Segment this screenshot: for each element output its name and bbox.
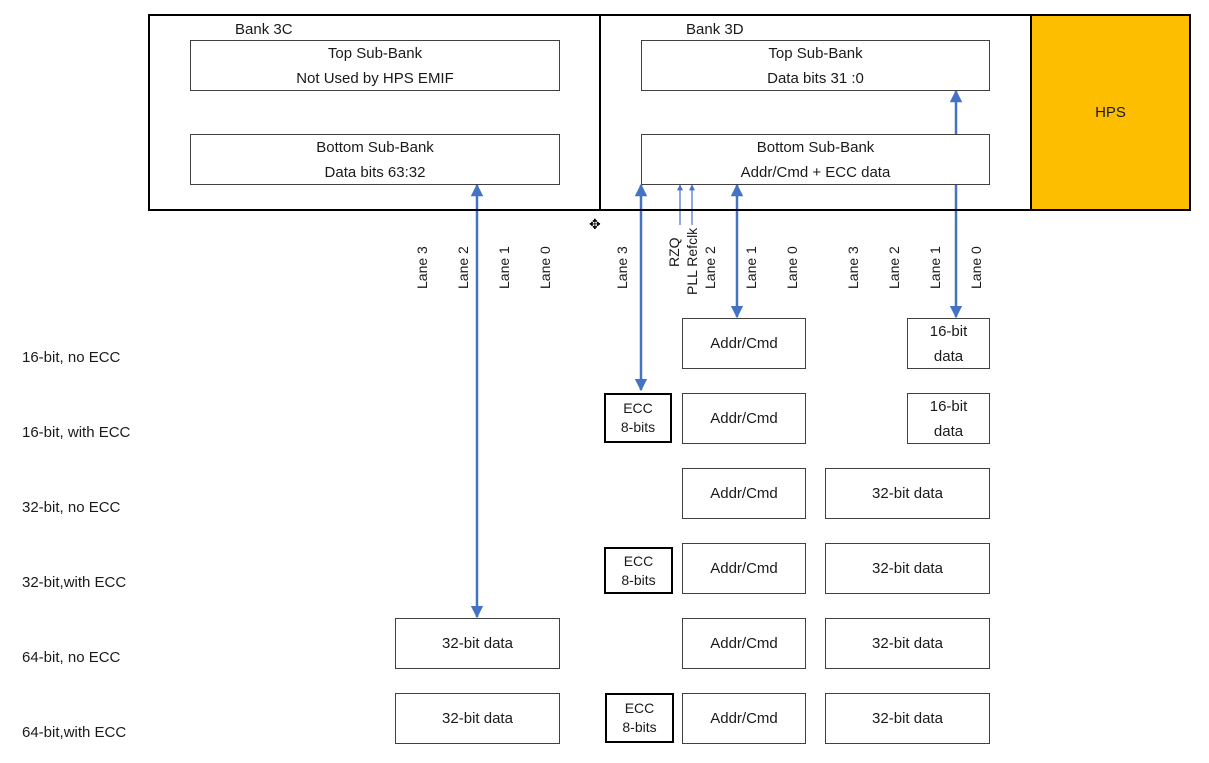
addr-cmd-box: Addr/Cmd [682,318,806,369]
data-3c-box: 32-bit data [395,618,560,669]
data-3d-box: 32-bit data [825,618,990,669]
addr-cmd-label: Addr/Cmd [710,560,778,577]
addr-cmd-label: Addr/Cmd [710,410,778,427]
lane-label-3d-high-lane2: Lane 2 [886,246,902,289]
data-label: 32-bit data [442,710,513,727]
ecc-line2: 8-bits [621,571,656,588]
lane-label-3d-low-lane1: Lane 1 [743,246,759,289]
addr-cmd-label: Addr/Cmd [710,710,778,727]
ecc-box: ECC 8-bits [605,693,674,743]
hps-label: HPS [1095,104,1126,121]
data-label: 32-bit data [872,635,943,652]
lane-label-3c-lane1: Lane 1 [496,246,512,289]
data-line2: data [933,347,964,365]
data-label: 32-bit data [872,560,943,577]
addr-cmd-box: Addr/Cmd [682,468,806,519]
bank-3c-top-sub-bank: Top Sub-Bank Not Used by HPS EMIF [190,40,560,91]
ecc-line1: ECC [624,700,655,716]
sub-bank-line2: Addr/Cmd + ECC data [740,163,891,181]
data-line1: 16-bit [929,322,968,340]
ecc-line2: 8-bits [622,719,657,735]
addr-cmd-box: Addr/Cmd [682,693,806,744]
data-3d-box: 16-bit data [907,318,990,369]
pin-label-rzq: RZQ [666,237,682,267]
data-label: 32-bit data [872,710,943,727]
lane-label-3c-lane2: Lane 2 [455,246,471,289]
sub-bank-line1: Bottom Sub-Bank [756,138,875,156]
addr-cmd-box: Addr/Cmd [682,618,806,669]
bank-3d-bottom-sub-bank: Bottom Sub-Bank Addr/Cmd + ECC data [641,134,990,185]
bank-3d-top-sub-bank: Top Sub-Bank Data bits 31 :0 [641,40,990,91]
lane-label-3d-high-lane1: Lane 1 [927,246,943,289]
config-label-16bit-no-ecc: 16-bit, no ECC [22,349,121,366]
ecc-box: ECC 8-bits [604,547,673,594]
sub-bank-line1: Bottom Sub-Bank [316,138,434,156]
ecc-box: ECC 8-bits [604,393,672,443]
data-line2: data [933,422,964,440]
config-label-64bit-with-ecc: 64-bit,with ECC [22,724,127,741]
sub-bank-line1: Top Sub-Bank [768,44,863,62]
bank-3c-title: Bank 3C [235,21,293,38]
config-label-64bit-no-ecc: 64-bit, no ECC [22,649,121,666]
addr-cmd-box: Addr/Cmd [682,543,806,594]
sub-bank-line1: Top Sub-Bank [327,44,423,62]
ecc-line1: ECC [623,400,653,416]
sub-bank-line2: Data bits 63:32 [324,163,426,181]
sub-bank-line2: Not Used by HPS EMIF [296,69,454,87]
config-label-32bit-no-ecc: 32-bit, no ECC [22,499,121,516]
lane-label-3d-low-lane2: Lane 2 [702,246,718,289]
data-line1: 16-bit [929,397,968,415]
config-label-32bit-with-ecc: 32-bit,with ECC [22,574,127,591]
lane-label-3c-lane3: Lane 3 [414,246,430,289]
lane-label-3d-high-lane3: Lane 3 [845,246,861,289]
addr-cmd-label: Addr/Cmd [710,485,778,502]
lane-label-3d-low-lane0: Lane 0 [784,246,800,289]
data-3d-box: 16-bit data [907,393,990,444]
config-label-16bit-with-ecc: 16-bit, with ECC [22,424,131,441]
addr-cmd-label: Addr/Cmd [710,335,778,352]
addr-cmd-box: Addr/Cmd [682,393,806,444]
lane-label-3c-lane0: Lane 0 [537,246,553,289]
data-3d-box: 32-bit data [825,468,990,519]
addr-cmd-label: Addr/Cmd [710,635,778,652]
ecc-line2: 8-bits [620,419,656,435]
data-3d-box: 32-bit data [825,543,990,594]
bank-3d-title: Bank 3D [686,21,744,38]
move-cursor-icon: ✥ [589,216,601,232]
pin-label-pll-refclk: PLL Refclk [684,227,700,295]
lane-label-3d-high-lane0: Lane 0 [968,246,984,289]
bank-3c-bottom-sub-bank: Bottom Sub-Bank Data bits 63:32 [190,134,560,185]
ecc-line1: ECC [623,552,654,569]
lane-label-3d-low-lane3: Lane 3 [614,246,630,289]
data-3c-box: 32-bit data [395,693,560,744]
data-label: 32-bit data [442,635,513,652]
sub-bank-line2: Data bits 31 :0 [767,69,864,87]
data-3d-box: 32-bit data [825,693,990,744]
hps-block: HPS [1030,14,1191,211]
data-label: 32-bit data [872,485,943,502]
